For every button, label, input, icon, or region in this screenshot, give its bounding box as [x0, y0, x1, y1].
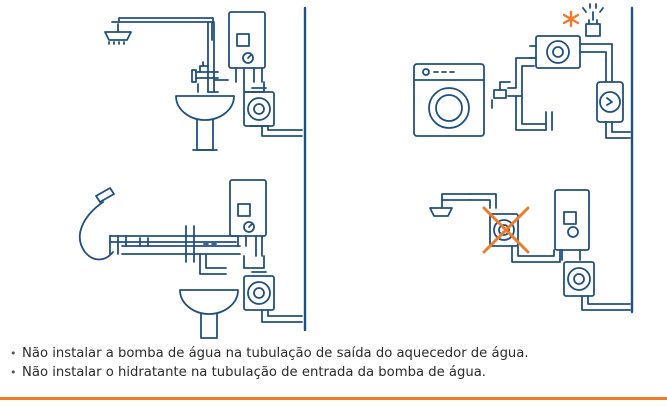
water-heater-icon	[229, 179, 267, 237]
panel-washer-meter	[413, 3, 634, 314]
panel-handheld-heater	[78, 179, 303, 339]
bullet-icon: •	[10, 347, 17, 360]
pump-icon	[529, 35, 581, 69]
pump-icon	[489, 213, 519, 247]
water-meter-icon	[596, 81, 624, 123]
note-text: Não instalar a bomba de água na tubulaçã…	[22, 346, 529, 361]
shower-head-icon	[429, 193, 471, 217]
handheld-shower-icon	[78, 187, 119, 261]
note-text: Não instalar o hidratante na tubulação d…	[22, 365, 486, 380]
shower-head-icon	[104, 17, 214, 45]
panel-wrong-installation	[429, 189, 631, 311]
note-item: • Não instalar o hidratante na tubulação …	[10, 363, 529, 382]
prohibited-x-icon	[482, 206, 530, 254]
sink-icon	[179, 289, 239, 339]
panel-shower-heater	[104, 6, 307, 332]
water-heater-icon	[554, 189, 590, 251]
water-heater-icon	[228, 11, 266, 83]
bottom-rule	[0, 397, 667, 400]
sink-icon	[175, 95, 235, 151]
pump-icon	[243, 271, 275, 311]
bullet-icon: •	[10, 366, 17, 379]
sprinkler-icon	[582, 3, 604, 37]
pump-icon	[563, 261, 595, 297]
spark-icon	[562, 10, 580, 28]
washing-machine-icon	[413, 63, 485, 137]
pump-icon	[243, 87, 275, 127]
note-item: • Não instalar a bomba de água na tubulaç…	[10, 344, 529, 363]
tap-icon	[191, 61, 209, 93]
tap-icon	[491, 81, 511, 109]
installation-notes: • Não instalar a bomba de água na tubulaç…	[10, 344, 529, 382]
